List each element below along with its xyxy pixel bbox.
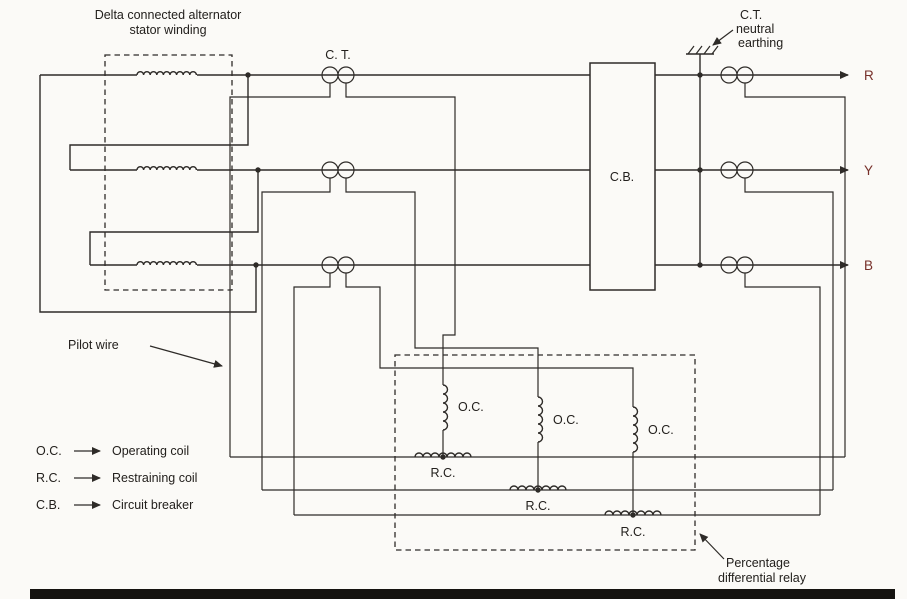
phase-label-r: R [864, 68, 874, 83]
junction-dot [255, 167, 261, 173]
neutral-earthing-label-line1: C.T. [740, 8, 762, 22]
junction-dot [697, 167, 703, 173]
oc-label-2: O.C. [553, 413, 579, 427]
junction-dot [630, 512, 636, 518]
junction-dot [697, 262, 703, 268]
phase-lines [40, 71, 849, 269]
stator-boundary-box [104, 54, 233, 291]
relay-label-arrow [699, 533, 725, 560]
earthing [686, 29, 734, 265]
legend-abbr-rc: R.C. [36, 471, 61, 485]
stator-winding-label-line1: Delta connected alternator [95, 8, 242, 22]
legend: O.C. Operating coil R.C. Restraining coi… [36, 444, 197, 512]
phase-label-b: B [864, 258, 873, 273]
earthing-label-arrow [712, 29, 734, 46]
junction-dot [535, 487, 541, 493]
stator-windings [104, 54, 233, 291]
delta-link-3 [89, 170, 259, 265]
legend-meaning-oc: Operating coil [112, 444, 189, 458]
stator-coil-y [136, 166, 198, 171]
percentage-differential-relay: O.C. O.C. O.C. R.C. R.C. R.C. [394, 354, 696, 551]
scan-artifact-bar [30, 589, 895, 599]
relay-label-line2: differential relay [718, 571, 807, 585]
delta-connections [39, 75, 259, 313]
oc-label-3: O.C. [648, 423, 674, 437]
junction-dot [440, 454, 446, 460]
junction-dot [697, 72, 703, 78]
rc-coil-2 [509, 485, 567, 491]
pilot-left-b-inner [345, 273, 634, 407]
rc-label-1: R.C. [431, 466, 456, 480]
pilot-right-y [744, 178, 834, 490]
rc-coil-3 [604, 510, 662, 516]
ct-coil-loop [736, 66, 754, 84]
rc-label-3: R.C. [621, 525, 646, 539]
legend-meaning-cb: Circuit breaker [112, 498, 193, 512]
ct-coil-loop [736, 161, 754, 179]
rc-label-2: R.C. [526, 499, 551, 513]
legend-meaning-rc: Restraining coil [112, 471, 197, 485]
delta-link-1 [39, 75, 257, 313]
pilot-left-r-outer [229, 83, 331, 457]
oc-label-1: O.C. [458, 400, 484, 414]
pilot-left-y-inner [345, 178, 539, 397]
oc-coil-1 [442, 384, 449, 431]
relay-label-line1: Percentage [726, 556, 790, 570]
ct-right-symbols [720, 66, 754, 274]
ct-coil-loop [736, 256, 754, 274]
rc-coil-1 [414, 452, 472, 458]
phase-label-y: Y [864, 163, 873, 178]
pilot-wire-label: Pilot wire [68, 338, 119, 352]
junction-dot [245, 72, 251, 78]
ground-symbol [686, 45, 719, 55]
stator-winding-label-line2: stator winding [129, 23, 206, 37]
junction-dot [253, 262, 259, 268]
circuit-breaker: C.B. [589, 62, 656, 291]
delta-link-2 [69, 75, 249, 170]
pilot-wire-arrow [149, 345, 223, 368]
circuit-breaker-box [589, 62, 656, 291]
neutral-earthing-label-line3: earthing [738, 36, 783, 50]
legend-abbr-cb: C.B. [36, 498, 60, 512]
neutral-earthing-label-line2: neutral [736, 22, 774, 36]
pilot-left-y-outer [261, 178, 331, 490]
legend-row-rc: R.C. Restraining coil [36, 471, 197, 485]
ct-left-label: C. T. [325, 48, 350, 62]
legend-row-cb: C.B. Circuit breaker [36, 498, 193, 512]
pilot-left-r-inner [345, 83, 456, 385]
circuit-breaker-label: C.B. [610, 170, 634, 184]
pilot-right-b [744, 273, 821, 515]
junction-dots [245, 72, 703, 518]
pilot-wires [229, 83, 846, 516]
oc-coil-2 [537, 396, 544, 443]
relay-boundary-box [394, 354, 696, 551]
pilot-right-r [744, 83, 846, 457]
stator-coil-b [136, 261, 198, 266]
legend-abbr-oc: O.C. [36, 444, 62, 458]
stator-coil-r [136, 71, 198, 76]
pilot-left-b-outer [293, 273, 331, 515]
ground-hatch [687, 45, 719, 55]
legend-row-oc: O.C. Operating coil [36, 444, 189, 458]
oc-coil-3 [632, 406, 639, 453]
